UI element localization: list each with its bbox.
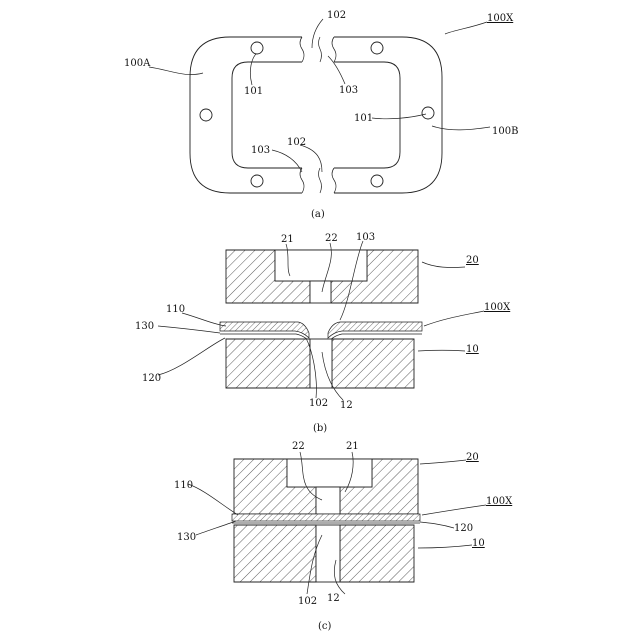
label-10: 10 — [472, 538, 485, 549]
hole-101 — [371, 175, 383, 187]
film-110-right — [328, 322, 422, 338]
label-110: 110 — [174, 480, 193, 491]
cavity-21 — [287, 459, 372, 487]
label-100X: 100X — [484, 302, 511, 313]
label-100X: 100X — [487, 13, 514, 24]
hole-101 — [200, 109, 212, 121]
channel-22 — [316, 487, 340, 514]
label-10: 10 — [466, 344, 479, 355]
label-100A: 100A — [124, 58, 151, 69]
label-103-bottom: 103 — [251, 145, 270, 156]
channel-12 — [310, 339, 332, 388]
label-103-top: 103 — [339, 85, 358, 96]
label-110: 110 — [166, 304, 185, 315]
caption-a: (a) — [311, 209, 325, 220]
label-120: 120 — [454, 523, 473, 534]
label-102-top: 102 — [327, 10, 346, 21]
film-110-left — [220, 322, 309, 338]
label-20: 20 — [466, 452, 479, 463]
label-100X: 100X — [486, 496, 513, 507]
hole-101 — [251, 175, 263, 187]
label-21: 21 — [281, 234, 294, 245]
figure-b: 20 21 22 103 100X 110 130 120 10 102 12 … — [135, 232, 511, 434]
figure-a: 100X 100A 100B 101 101 102 102 103 103 (… — [124, 10, 518, 220]
hole-101 — [422, 107, 434, 119]
label-101-right: 101 — [354, 113, 373, 124]
label-22: 22 — [292, 441, 305, 452]
label-130: 130 — [177, 532, 196, 543]
label-102: 102 — [298, 596, 317, 607]
channel-12 — [316, 525, 340, 582]
label-103: 103 — [356, 232, 375, 243]
label-102: 102 — [309, 398, 328, 409]
hole-101 — [251, 42, 263, 54]
label-100B: 100B — [492, 126, 518, 137]
label-12: 12 — [327, 593, 340, 604]
label-12: 12 — [340, 400, 353, 411]
film-110 — [232, 514, 420, 521]
label-20: 20 — [466, 255, 479, 266]
figure-c: 20 22 21 100X 110 120 130 10 102 12 (c) — [174, 441, 513, 632]
label-102-bottom: 102 — [287, 137, 306, 148]
caption-c: (c) — [318, 621, 332, 632]
label-130: 130 — [135, 321, 154, 332]
label-101-left: 101 — [244, 86, 263, 97]
frame-half-100B — [319, 37, 443, 193]
label-21: 21 — [346, 441, 359, 452]
channel-22 — [310, 281, 331, 303]
label-22: 22 — [325, 233, 338, 244]
caption-b: (b) — [313, 423, 327, 434]
frame-half-100A — [190, 37, 304, 193]
label-120: 120 — [142, 373, 161, 384]
hole-101 — [371, 42, 383, 54]
